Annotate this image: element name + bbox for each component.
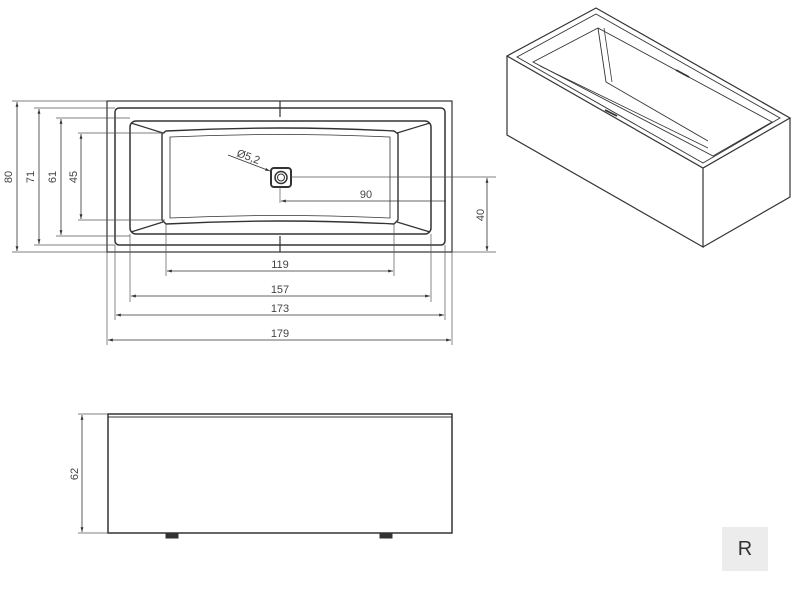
badge-label: R: [737, 537, 753, 560]
dim-157: 157: [271, 284, 289, 296]
dim-119: 119: [271, 259, 289, 271]
top-view: [106, 100, 453, 253]
dim-40: 40: [475, 209, 487, 221]
dim-173: 173: [271, 303, 289, 315]
dim-45: 45: [68, 171, 80, 183]
dim-61: 61: [47, 171, 59, 183]
dim-drain-diameter: Ø5,2: [235, 148, 262, 167]
drain-icon: [270, 167, 292, 188]
dim-71: 71: [25, 171, 37, 183]
variant-badge-r: R: [722, 527, 768, 571]
dim-80: 80: [3, 171, 15, 183]
dim-62: 62: [69, 468, 81, 480]
isometric-view: [505, 7, 792, 249]
dim-179: 179: [271, 328, 289, 340]
dim-90: 90: [360, 189, 372, 201]
side-view: [107, 413, 453, 539]
